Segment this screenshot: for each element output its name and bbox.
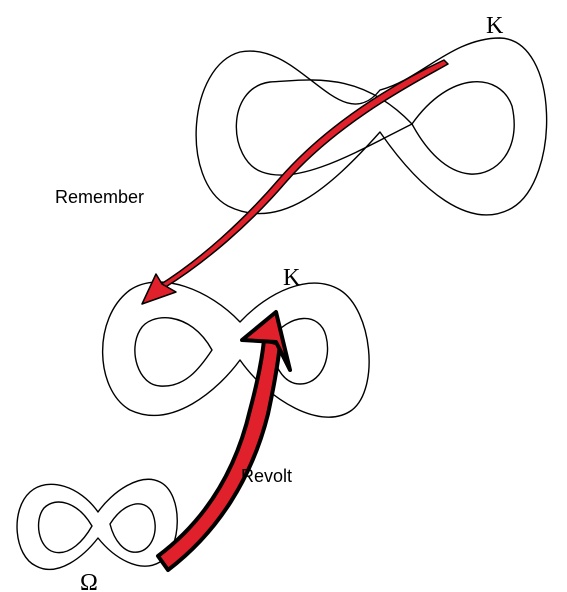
knot-top-inner-left-lobe: [235, 79, 413, 176]
revolt-arrow: [156, 310, 292, 572]
knot-middle-inner-right-lobe: [269, 317, 329, 385]
knot-middle-inner-left-lobe: [134, 317, 213, 387]
revolt-arrow-head: [240, 310, 292, 372]
knot-middle-label: K: [283, 265, 301, 291]
knot-bottom-inner-right-lobe: [109, 503, 156, 553]
knot-bottom-outer-boundary: [16, 478, 178, 571]
knot-top-inner-right-lobe: [411, 81, 515, 175]
knot-middle: [102, 281, 370, 418]
remember-arrow: [141, 59, 449, 305]
revolt-label: Revolt: [241, 466, 292, 486]
knot-bottom-inner-left-lobe: [37, 501, 93, 554]
remember-arrow-head: [141, 273, 177, 305]
knot-top: [195, 37, 548, 216]
knot-top-outer-boundary: [195, 37, 548, 216]
knot-bottom-label: Ω: [80, 570, 98, 592]
knot-bottom: [16, 478, 178, 571]
knot-top-label: K: [486, 13, 504, 39]
remember-label: Remember: [55, 187, 144, 207]
